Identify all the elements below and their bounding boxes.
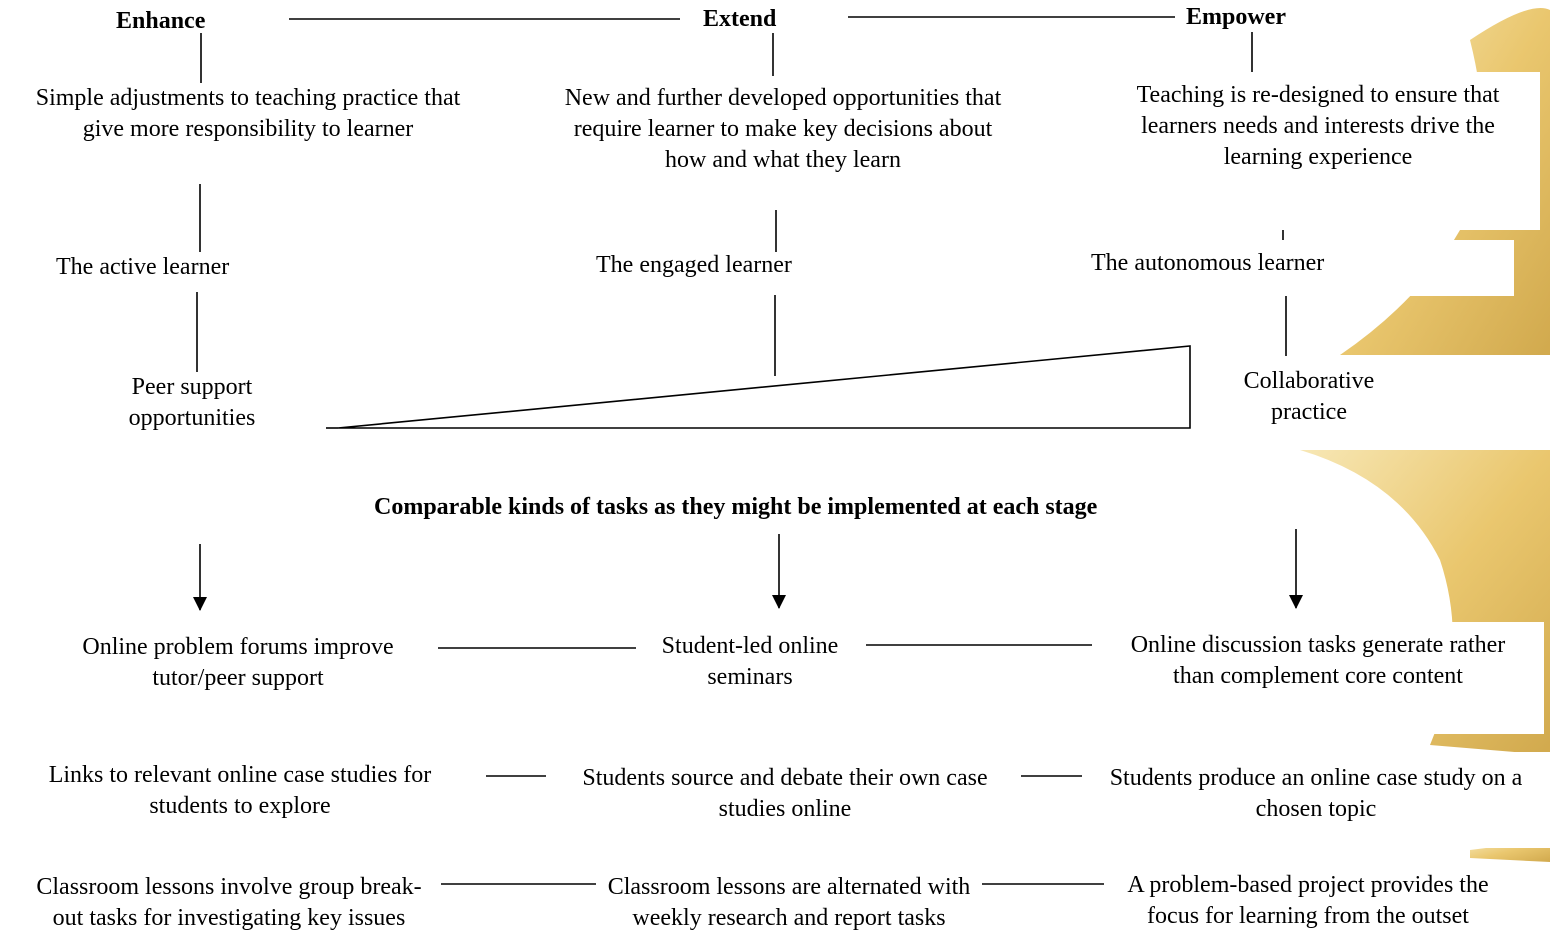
task-row3-enhance-line-1: Classroom lessons involve group break- bbox=[36, 874, 422, 900]
task-row3-enhance-line-2: out tasks for investigating key issues bbox=[52, 905, 406, 931]
task-row2-enhance-line-2: students to explore bbox=[149, 793, 331, 819]
task-row2-extend-line-1: Students source and debate their own cas… bbox=[582, 765, 988, 791]
task-row1-extend: Student-led online seminars bbox=[640, 631, 860, 693]
description-extend-line-3: how and what they learn bbox=[665, 147, 901, 173]
description-enhance-line-1: Simple adjustments to teaching practice … bbox=[35, 85, 461, 111]
task-row2-extend: Students source and debate their own cas… bbox=[556, 763, 1014, 825]
task-row1-enhance: Online problem forums improve tutor/peer… bbox=[40, 632, 436, 694]
task-row1-empower-line-1: Online discussion tasks generate rather bbox=[1130, 632, 1506, 658]
task-row2-empower-line-1: Students produce an online case study on… bbox=[1109, 765, 1523, 791]
task-row3-extend: Classroom lessons are alternated with we… bbox=[584, 872, 994, 934]
task-row2-enhance-line-1: Links to relevant online case studies fo… bbox=[48, 762, 432, 788]
task-row2-enhance: Links to relevant online case studies fo… bbox=[18, 760, 462, 822]
learner-empower: The autonomous learner bbox=[1086, 240, 1514, 296]
task-row2-empower-line-2: chosen topic bbox=[1255, 796, 1377, 822]
practice-left-line-2: opportunities bbox=[128, 405, 256, 431]
description-empower: Teaching is re-designed to ensure that l… bbox=[1096, 72, 1540, 230]
description-extend: New and further developed opportunities … bbox=[540, 83, 1026, 176]
practice-right: Collaborative practice bbox=[1196, 358, 1422, 444]
practice-right-line-1: Collaborative bbox=[1243, 368, 1375, 394]
description-empower-line-1: Teaching is re-designed to ensure that bbox=[1136, 82, 1500, 108]
description-empower-line-3: learning experience bbox=[1223, 144, 1413, 170]
learner-enhance: The active learner bbox=[56, 254, 230, 280]
stage-empower: Empower bbox=[1186, 4, 1286, 30]
task-row1-enhance-line-1: Online problem forums improve bbox=[82, 634, 394, 660]
task-row3-empower: A problem-based project provides the foc… bbox=[1102, 870, 1514, 932]
description-enhance-line-2: give more responsibility to learner bbox=[82, 116, 414, 142]
task-row1-enhance-line-2: tutor/peer support bbox=[152, 665, 324, 691]
task-row1-extend-line-2: seminars bbox=[707, 664, 793, 690]
task-row1-extend-line-1: Student-led online bbox=[661, 633, 839, 659]
description-extend-line-2: require learner to make key decisions ab… bbox=[573, 116, 993, 142]
learner-extend: The engaged learner bbox=[596, 252, 792, 278]
task-row3-extend-line-1: Classroom lessons are alternated with bbox=[607, 874, 971, 900]
progression-wedge bbox=[337, 345, 1191, 429]
task-row1-empower-line-2: than complement core content bbox=[1173, 663, 1463, 689]
description-extend-line-1: New and further developed opportunities … bbox=[564, 85, 1002, 111]
description-empower-line-2: learners needs and interests drive the bbox=[1141, 113, 1495, 139]
task-row3-empower-line-1: A problem-based project provides the bbox=[1127, 872, 1489, 898]
task-row1-empower: Online discussion tasks generate rather … bbox=[1092, 622, 1544, 734]
task-row3-empower-line-2: focus for learning from the outset bbox=[1147, 903, 1469, 929]
practice-left-line-1: Peer support bbox=[131, 374, 253, 400]
description-enhance: Simple adjustments to teaching practice … bbox=[11, 83, 485, 145]
task-row3-extend-line-2: weekly research and report tasks bbox=[632, 905, 946, 931]
stage-extend: Extend bbox=[703, 6, 777, 32]
practice-left: Peer support opportunities bbox=[112, 372, 272, 434]
practice-right-line-2: practice bbox=[1271, 399, 1347, 425]
tasks-subheading: Comparable kinds of tasks as they might … bbox=[374, 494, 1098, 520]
task-row3-enhance: Classroom lessons involve group break- o… bbox=[4, 872, 454, 934]
task-row2-extend-line-2: studies online bbox=[718, 796, 852, 822]
stage-enhance: Enhance bbox=[116, 8, 206, 34]
task-row2-empower: Students produce an online case study on… bbox=[1082, 752, 1550, 848]
